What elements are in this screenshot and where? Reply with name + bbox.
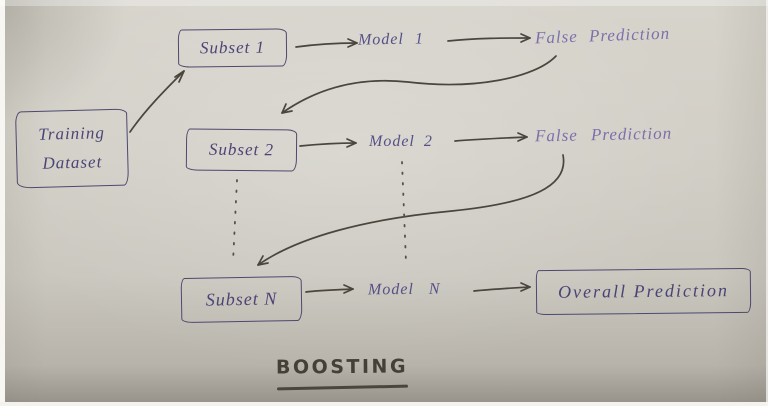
subset-2-box: Subset 2 xyxy=(185,128,298,172)
false-prediction-2-label: False Prediction xyxy=(534,123,673,146)
model-n-label: Model N xyxy=(367,280,441,299)
diagram-caption: BOOSTING xyxy=(275,355,409,379)
overall-prediction-box: Overall Prediction xyxy=(535,267,752,316)
curve-false2-to-subsetn-icon xyxy=(257,154,565,266)
arrow-model1-to-false1-icon xyxy=(447,33,531,43)
subset-n-box: Subset N xyxy=(180,275,303,324)
subset-1-box: Subset 1 xyxy=(177,28,288,68)
photo-edge-right xyxy=(766,0,768,406)
arrow-model2-to-false2-icon xyxy=(454,132,528,142)
arrow-modeln-to-overall-icon xyxy=(473,282,531,292)
arrow-training-to-subset1-icon xyxy=(129,70,185,133)
model-2-label: Model 2 xyxy=(369,133,433,150)
dotted-line-subsets-icon xyxy=(232,179,238,263)
photo-edge-bottom xyxy=(0,402,768,406)
training-dataset-box: Training Dataset xyxy=(15,108,129,189)
photo-edge-top xyxy=(0,0,768,6)
training-dataset-line1: Training xyxy=(38,123,106,144)
dotted-line-models-icon xyxy=(401,161,407,263)
arrow-subset2-to-model2-icon xyxy=(299,138,357,148)
arrow-subset1-to-model1-icon xyxy=(295,38,358,48)
model-1-label: Model 1 xyxy=(357,30,425,49)
curve-false1-to-subset2-icon xyxy=(281,55,557,114)
photo-edge-left xyxy=(0,0,5,406)
training-dataset-line2: Dataset xyxy=(42,152,103,173)
arrow-subsetn-to-modeln-icon xyxy=(305,284,354,294)
